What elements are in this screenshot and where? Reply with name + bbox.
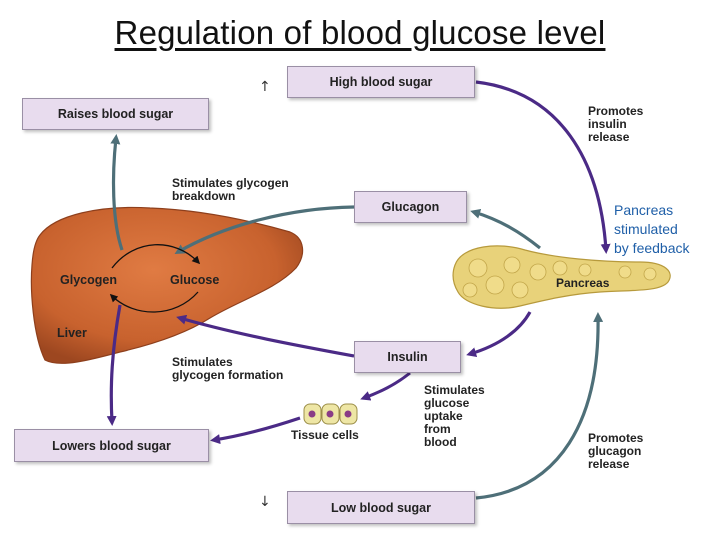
arrow-pancreas-to-glucagon <box>470 208 541 250</box>
cycle-arrow-top <box>111 244 201 269</box>
stimulates-glycogen-formation-label: Stimulates glycogen formation <box>172 355 284 382</box>
raises-blood-sugar-box: Raises blood sugar <box>22 98 209 130</box>
glycogen-label: Glycogen <box>60 273 117 287</box>
promotes-glucagon-release-label: Promotes glucagon release <box>588 431 644 471</box>
high-blood-sugar-box: High blood sugar <box>287 66 475 98</box>
arrow-tissue-to-lowers <box>210 416 301 445</box>
stimulates-glucose-uptake-label: Stimulates glucose uptake from blood <box>424 383 485 449</box>
arrow-high-to-pancreas <box>475 80 611 254</box>
lowers-blood-sugar-box: Lowers blood sugar <box>14 429 209 462</box>
pancreas-shape <box>452 245 671 309</box>
up-arrow-icon: ↑ <box>259 79 271 95</box>
pancreas-label: Pancreas <box>556 276 610 290</box>
arrow-glucagon-to-liver <box>174 205 355 254</box>
arrow-liver-to-raises <box>110 134 124 251</box>
arrow-pancreas-to-insulin <box>466 311 532 358</box>
insulin-box: Insulin <box>354 341 461 373</box>
liver-shape <box>30 206 304 364</box>
liver-label: Liver <box>57 326 87 340</box>
arrow-low-to-pancreas <box>475 312 604 500</box>
glucagon-box: Glucagon <box>354 191 467 223</box>
low-blood-sugar-box: Low blood sugar <box>287 491 475 524</box>
pancreas-feedback-annotation: Pancreas stimulated by feedback <box>614 202 690 256</box>
down-arrow-icon: ↓ <box>259 494 271 510</box>
promotes-insulin-release-label: Promotes insulin release <box>588 104 644 144</box>
stimulates-glycogen-breakdown-label: Stimulates glycogen breakdown <box>172 176 289 203</box>
tissue-cells-label: Tissue cells <box>291 428 359 442</box>
arrow-insulin-to-tissue <box>360 371 411 401</box>
page-title: Regulation of blood glucose level <box>114 14 606 51</box>
arrow-liver-to-lowers <box>106 304 122 426</box>
cycle-arrow-bottom <box>109 291 199 313</box>
glucose-label: Glucose <box>170 273 220 287</box>
arrow-insulin-to-liver <box>176 314 355 358</box>
tissue-cells-shape <box>303 403 358 425</box>
